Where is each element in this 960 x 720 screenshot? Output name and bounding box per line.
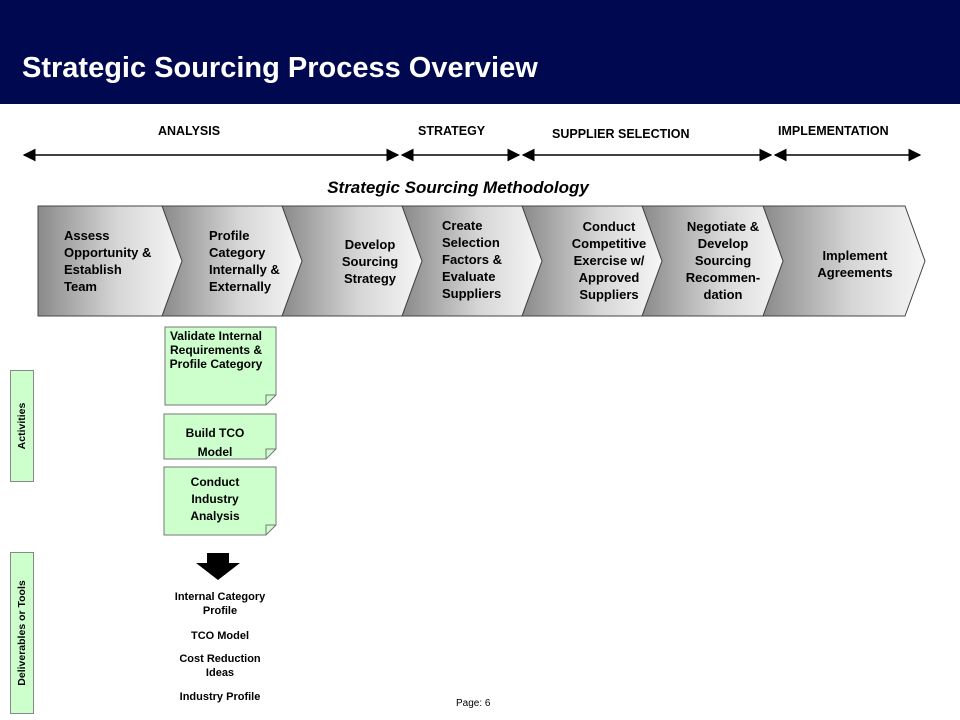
activity-card-tco [163,413,277,460]
step-profile-category: Profile Category Internally & Externally [209,228,280,294]
deliverable-internal-category-profile: Internal Category Profile [174,591,266,617]
activities-side-label: Activities [16,402,28,450]
activity-build-tco-model: Build TCO Model [185,426,245,459]
deliverable-cost-reduction-ideas: Cost Reduction Ideas [179,653,261,679]
phase-label-supplier-selection: SUPPLIER SELECTION [552,127,690,141]
phase-label-analysis: ANALYSIS [158,124,221,138]
phase-label-implementation: IMPLEMENTATION [778,124,889,138]
chevron-assess-opportunity [37,205,183,317]
deliverable-industry-profile: Industry Profile [179,691,261,703]
step-assess-opportunity: Assess Opportunity & Establish Team [64,228,152,294]
deliverables-side-tab: Deliverables or Tools [10,552,34,714]
activity-conduct-industry-analysis: Conduct Industry Analysis [190,475,240,523]
step-implement-agreements: Implement Agreements [817,248,893,280]
activities-side-tab: Activities [10,370,34,482]
header-banner: Strategic Sourcing Process Overview [0,0,960,104]
step-conduct-competitive: Conduct Competitive Exercise w/ Approved… [571,219,647,302]
step-develop-strategy: Develop Sourcing Strategy [341,237,399,286]
phase-label-strategy: STRATEGY [418,124,486,138]
step-negotiate: Negotiate & Develop Sourcing Recommen- d… [685,219,761,302]
activity-validate-requirements: Validate Internal Requirements & Profile… [169,329,263,371]
page-title: Strategic Sourcing Process Overview [22,52,538,84]
page-number: Page: 6 [456,698,491,709]
methodology-title: Strategic Sourcing Methodology [327,178,589,197]
down-arrow-icon [196,553,240,580]
activity-card-industry [163,466,277,536]
deliverables-side-label: Deliverables or Tools [16,580,28,686]
deliverable-tco-model: TCO Model [190,630,250,642]
activity-card-validate [164,326,277,406]
step-create-selection: Create Selection Factors & Evaluate Supp… [442,218,502,301]
